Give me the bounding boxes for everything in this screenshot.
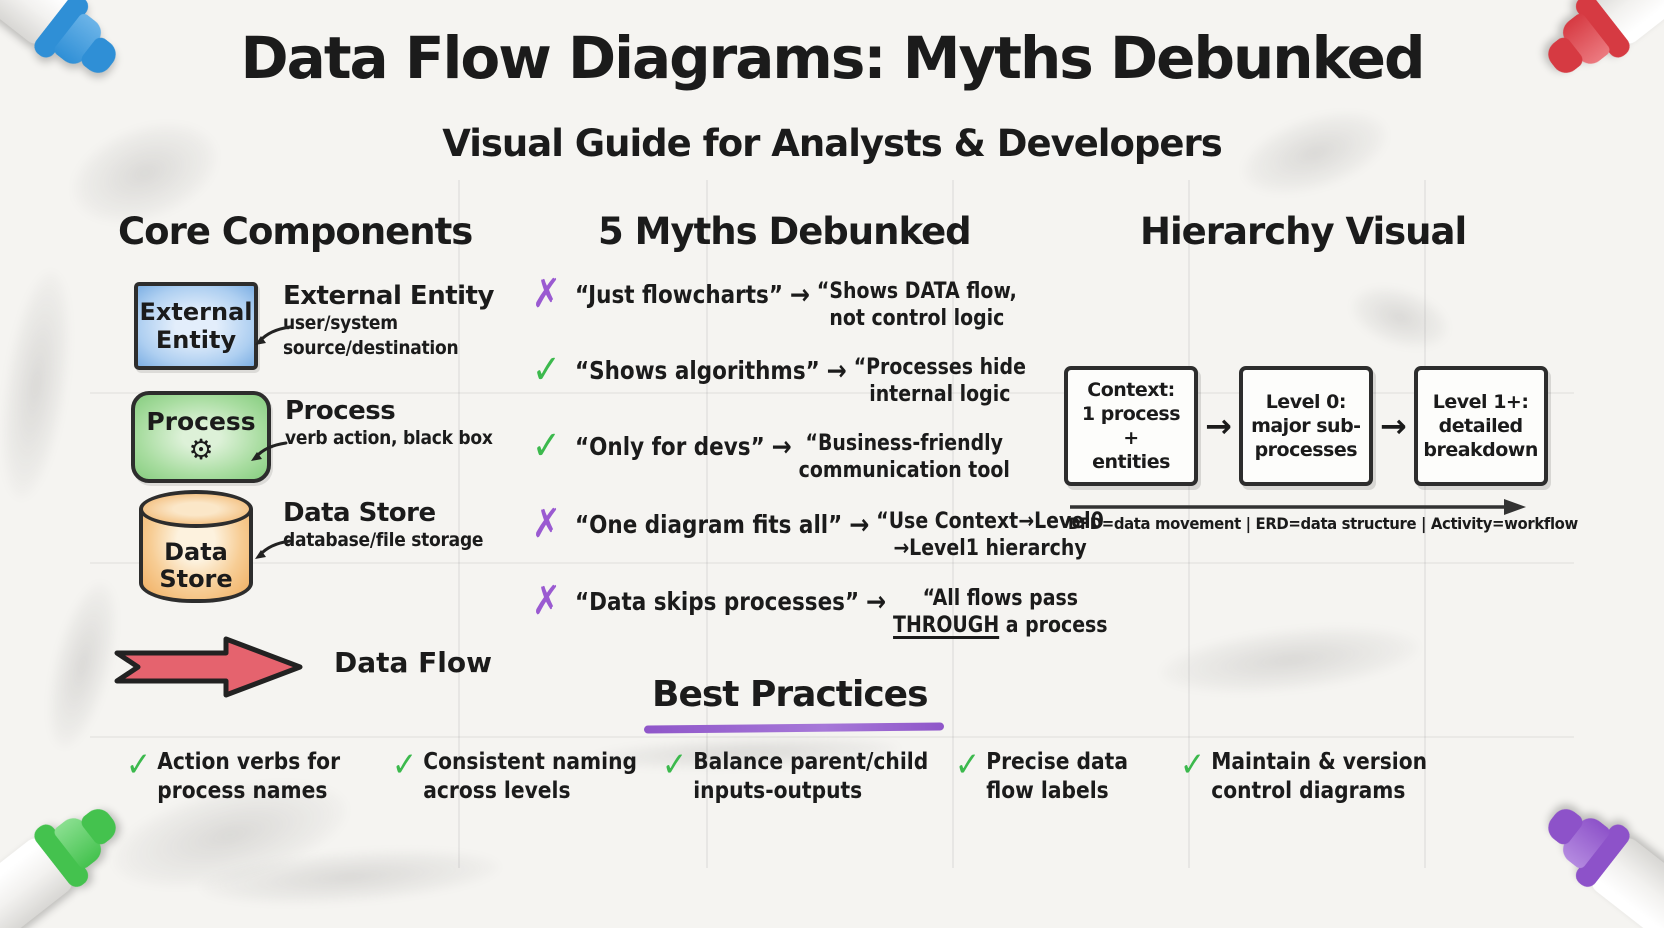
- hierarchy-box-level1plus: Level 1+: detailed breakdown: [1413, 366, 1548, 486]
- purple-marker-pen: [1531, 789, 1664, 928]
- arrow-icon: →: [826, 354, 847, 387]
- page-subtitle: Visual Guide for Analysts & Developers: [442, 122, 1223, 165]
- truth-text: “Processes hide internal logic: [853, 355, 1026, 407]
- process-shape: Process ⚙: [131, 391, 271, 483]
- best-practices-heading: Best Practices: [652, 674, 929, 715]
- cylinder-top: [139, 490, 253, 528]
- curved-arrow-icon: [255, 539, 292, 559]
- grid-line: [90, 736, 1574, 738]
- component-name: Data Store: [283, 498, 436, 528]
- grid-line: [1188, 180, 1190, 868]
- long-arrow-icon: [1070, 499, 1526, 515]
- component-detail: database/file storage: [283, 529, 484, 551]
- component-detail: verb action, black box: [285, 427, 493, 449]
- grid-line: [90, 392, 1574, 394]
- truth-text: “Business-friendly communication tool: [798, 431, 1010, 483]
- curved-arrow-icon: [251, 441, 288, 461]
- check-icon: ✓: [955, 745, 981, 785]
- external-entity-shape-label: External: [139, 298, 253, 326]
- grid-line: [458, 180, 460, 868]
- pencil-smudge: [1343, 275, 1457, 360]
- hierarchy-heading: Hierarchy Visual: [1140, 210, 1467, 253]
- myth-item: ✗ “Data skips processes” → “All flows pa…: [532, 578, 1108, 639]
- curved-arrow-icon: [255, 325, 292, 345]
- myth-text: “One diagram fits all”: [575, 510, 843, 539]
- arrow-icon: →: [771, 430, 792, 463]
- myth-text: “Just flowcharts”: [575, 280, 783, 309]
- grid-line: [706, 180, 708, 868]
- best-practice-item: ✓ Balance parent/child inputs-outputs: [662, 745, 929, 804]
- data-store-description: Data Store database/file storage: [283, 498, 506, 553]
- check-icon: ✓: [392, 745, 418, 785]
- page-title: Data Flow Diagrams: Myths Debunked: [240, 24, 1426, 92]
- pencil-smudge: [0, 266, 82, 504]
- myth-text: “Data skips processes”: [575, 587, 860, 616]
- external-entity-shape: External Entity: [134, 282, 258, 370]
- hierarchy-flow: Context: 1 process + entities → Level 0:…: [1064, 366, 1548, 486]
- myth-item: ✓ “Shows algorithms” → “Processes hide i…: [532, 347, 1026, 408]
- grid-line: [952, 180, 954, 868]
- component-name: Process: [285, 396, 396, 426]
- data-flow-label: Data Flow: [334, 646, 492, 679]
- external-entity-description: External Entity user/system source/desti…: [283, 281, 494, 361]
- gear-icon: ⚙: [188, 433, 214, 466]
- external-entity-shape-label: Entity: [155, 326, 237, 354]
- check-icon: ✓: [532, 423, 561, 469]
- best-practice-item: ✓ Action verbs for process names: [126, 745, 341, 804]
- best-practice-item: ✓ Maintain & version control diagrams: [1180, 745, 1428, 804]
- pencil-smudge: [1157, 616, 1423, 704]
- arrow-icon: →: [849, 508, 870, 541]
- grid-line: [90, 562, 1574, 564]
- process-description: Process verb action, black box: [285, 396, 516, 451]
- best-practice-item: ✓ Precise data flow labels: [955, 745, 1129, 804]
- arrow-icon: →: [1379, 407, 1407, 445]
- myth-text: “Only for devs”: [575, 432, 765, 461]
- data-store-shape: Data Store: [139, 490, 253, 603]
- arrow-icon: →: [789, 278, 811, 311]
- process-shape-label: Process: [146, 407, 256, 436]
- hierarchy-caption: DFD=data movement | ERD=data structure |…: [1068, 514, 1578, 533]
- data-store-shape-label: Store: [159, 565, 233, 593]
- check-icon: ✓: [1180, 745, 1206, 785]
- truth-text: “Use Context→Level0 →Level1 hierarchy: [876, 509, 1104, 561]
- check-icon: ✓: [126, 745, 152, 785]
- myths-heading: 5 Myths Debunked: [598, 210, 972, 253]
- core-components-heading: Core Components: [118, 210, 473, 253]
- myth-item: ✗ “Just flowcharts” → “Shows DATA flow, …: [532, 271, 1017, 332]
- hierarchy-box-context: Context: 1 process + entities: [1064, 366, 1198, 486]
- x-icon: ✗: [532, 271, 561, 317]
- arrow-icon: →: [865, 585, 887, 618]
- hierarchy-box-level0: Level 0: major sub- processes: [1238, 366, 1373, 486]
- purple-underline: [643, 722, 945, 734]
- myth-text: “Shows algorithms”: [575, 356, 820, 385]
- green-marker-pen: [0, 789, 133, 928]
- data-store-shape-label: Data: [164, 538, 228, 566]
- data-flow-arrow-icon: [114, 636, 303, 698]
- check-icon: ✓: [662, 745, 688, 785]
- truth-text: “All flows pass THROUGH a process: [893, 586, 1108, 638]
- myth-item: ✓ “Only for devs” → “Business-friendly c…: [532, 423, 1010, 484]
- x-icon: ✗: [532, 578, 561, 624]
- best-practice-item: ✓ Consistent naming across levels: [392, 745, 637, 804]
- component-name: External Entity: [283, 281, 494, 311]
- grid-line: [1424, 180, 1426, 868]
- underlined-word: THROUGH: [893, 613, 1000, 638]
- truth-text: “Shows DATA flow, not control logic: [816, 279, 1017, 331]
- x-icon: ✗: [532, 501, 561, 547]
- check-icon: ✓: [532, 347, 561, 393]
- component-detail: user/system source/destination: [283, 312, 459, 359]
- arrow-icon: →: [1205, 407, 1232, 445]
- myth-item: ✗ “One diagram fits all” → “Use Context→…: [532, 501, 1104, 562]
